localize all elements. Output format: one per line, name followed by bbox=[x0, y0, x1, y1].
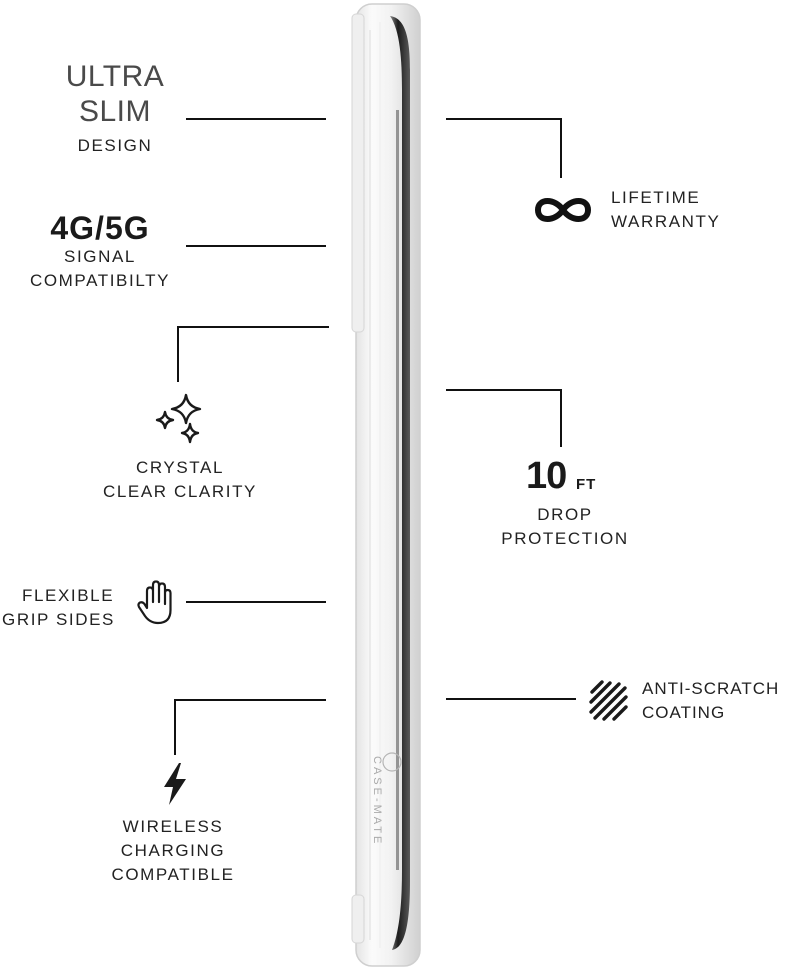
crystal-line1: CRYSTAL bbox=[135, 458, 225, 477]
drop-line1: DROP bbox=[537, 505, 593, 524]
scratch-line2: COATING bbox=[642, 703, 726, 722]
sparkle-icon bbox=[155, 393, 202, 444]
drop-connector-h bbox=[446, 389, 562, 391]
drop-line2: PROTECTION bbox=[501, 529, 629, 548]
phone-case-side-view bbox=[351, 3, 421, 967]
hand-icon bbox=[137, 580, 172, 625]
signal-headline: 4G/5G bbox=[50, 210, 150, 246]
lifetime-line2: WARRANTY bbox=[611, 212, 721, 231]
wireless-connector-h bbox=[174, 699, 326, 701]
grip-line2: GRIP SIDES bbox=[2, 610, 115, 629]
scratch-line1: ANTI-SCRATCH bbox=[642, 679, 780, 698]
wireless-connector-v bbox=[174, 699, 176, 755]
scratch-icon bbox=[589, 680, 628, 721]
crystal-line2: CLEAR CLARITY bbox=[102, 482, 257, 501]
lifetime-connector-v bbox=[560, 118, 562, 178]
wireless-line3: COMPATIBLE bbox=[111, 865, 235, 884]
grip-line1: FLEXIBLE bbox=[22, 586, 115, 605]
lightning-bolt-icon bbox=[164, 763, 186, 805]
drop-number: 10 bbox=[526, 455, 567, 497]
wireless-line2: CHARGING bbox=[120, 841, 226, 860]
signal-line2: COMPATIBILTY bbox=[29, 271, 171, 290]
drop-connector-v bbox=[560, 389, 562, 447]
scratch-connector bbox=[446, 698, 576, 700]
crystal-connector-h bbox=[177, 326, 329, 328]
signal-line1: SIGNAL bbox=[64, 247, 136, 266]
wireless-line1: WIRELESS bbox=[122, 817, 224, 836]
lifetime-connector-h bbox=[446, 118, 562, 120]
brand-logo: CASE-MATE bbox=[371, 756, 383, 847]
ultra-slim-title-line1: ULTRA bbox=[65, 60, 165, 93]
ultra-slim-subtitle: DESIGN bbox=[77, 136, 153, 155]
grip-connector bbox=[186, 601, 326, 603]
crystal-connector-v bbox=[177, 326, 179, 382]
infinity-icon bbox=[534, 198, 592, 222]
lifetime-line1: LIFETIME bbox=[611, 188, 701, 207]
drop-unit: FT bbox=[576, 476, 597, 493]
ultra-slim-connector bbox=[186, 118, 326, 120]
ultra-slim-title-line2: SLIM bbox=[78, 95, 152, 128]
signal-connector bbox=[186, 245, 326, 247]
